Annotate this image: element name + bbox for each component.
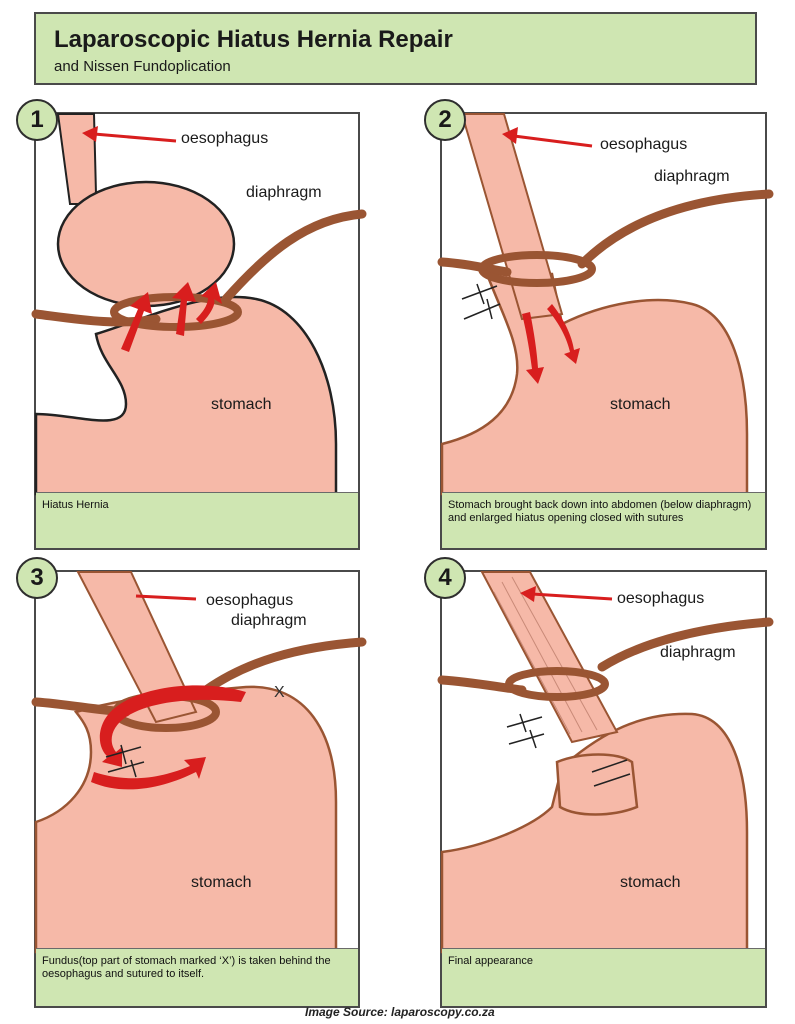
diaphragm-label: diaphragm — [654, 168, 730, 185]
page-subtitle: and Nissen Fundoplication — [54, 58, 231, 75]
oesophagus-label: oesophagus — [600, 136, 688, 153]
panel-3-illustration — [31, 571, 367, 954]
panel-2: 2 oesophagus diaphragm stomach Stomach b… — [424, 99, 774, 550]
oesophagus-label: oesophagus — [617, 590, 705, 607]
diaphragm-label: diaphragm — [660, 644, 736, 661]
title-banner: Laparoscopic Hiatus Hernia Repair and Ni… — [34, 12, 757, 85]
panel-1-illustration — [31, 113, 367, 496]
panel-4-illustration — [437, 571, 774, 954]
oesophagus-label: oesophagus — [181, 130, 269, 147]
step-badge-4: 4 — [424, 557, 466, 599]
diaphragm-label: diaphragm — [231, 612, 307, 629]
stomach-label: stomach — [211, 396, 272, 413]
stomach-label: stomach — [191, 874, 252, 891]
step-badge-2: 2 — [424, 99, 466, 141]
stomach-label: stomach — [610, 396, 671, 413]
diaphragm-label: diaphragm — [246, 184, 322, 201]
panel-caption: Stomach brought back down into abdomen (… — [442, 492, 765, 548]
page-title: Laparoscopic Hiatus Hernia Repair — [54, 26, 453, 53]
stomach-label: stomach — [620, 874, 681, 891]
panel-caption: Hiatus Hernia — [36, 492, 358, 548]
panel-3: 3 oesophagus diaphragm X stomach Fundus(… — [16, 557, 367, 1008]
panel-4: 4 oesophagus diaphragm stomach Final app… — [424, 557, 774, 1008]
oesophagus-label: oesophagus — [206, 592, 294, 609]
panel-1: 1 oesophagus diaphragm stomach Hiatus He… — [16, 99, 367, 550]
panel-caption: Fundus(top part of stomach marked ‘X’) i… — [36, 948, 358, 1006]
image-source-credit: Image Source: laparoscopy.co.za — [305, 1005, 495, 1019]
panel-2-illustration — [437, 113, 774, 496]
fundus-mark: X — [274, 684, 285, 701]
step-badge-3: 3 — [16, 557, 58, 599]
step-badge-1: 1 — [16, 99, 58, 141]
panel-caption: Final appearance — [442, 948, 765, 1006]
